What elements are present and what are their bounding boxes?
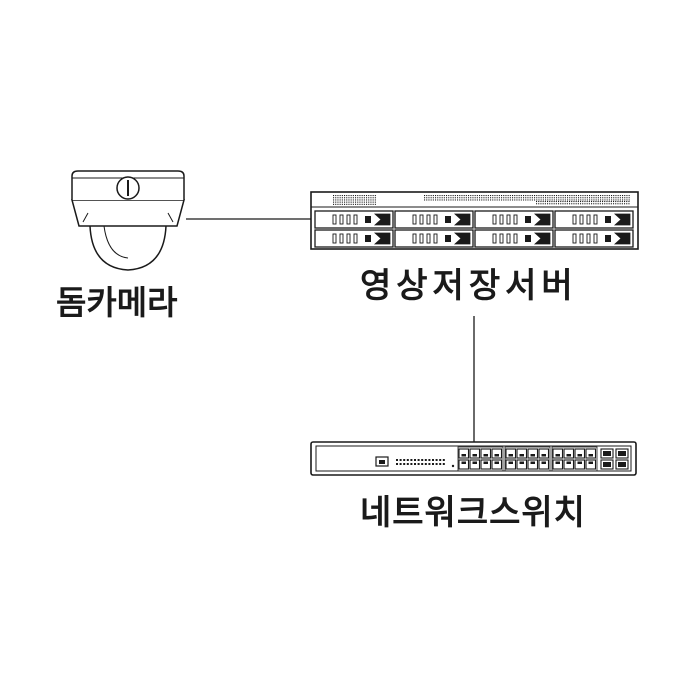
sfp-port-group bbox=[600, 448, 629, 470]
ethernet-port bbox=[458, 459, 470, 470]
ethernet-port bbox=[527, 459, 539, 470]
switch-label: 네트워크스위치 bbox=[360, 493, 586, 533]
dome-camera-icon bbox=[71, 170, 185, 271]
ethernet-port bbox=[491, 448, 503, 459]
ethernet-port bbox=[469, 448, 481, 459]
nvr-vent-left bbox=[333, 195, 376, 205]
ethernet-port bbox=[505, 459, 517, 470]
drive-bay bbox=[314, 229, 394, 248]
ethernet-port bbox=[527, 448, 539, 459]
ethernet-port bbox=[585, 459, 597, 470]
ethernet-port bbox=[563, 459, 575, 470]
drive-bay bbox=[394, 229, 474, 248]
ethernet-port bbox=[585, 448, 597, 459]
nvr-label: 영상저장서버 bbox=[360, 266, 578, 306]
ethernet-port bbox=[552, 448, 564, 459]
nvr-vent-top bbox=[424, 195, 630, 201]
ethernet-port bbox=[538, 448, 550, 459]
drive-bay bbox=[474, 229, 554, 248]
nvr-server-icon bbox=[310, 191, 639, 250]
ethernet-port bbox=[480, 459, 492, 470]
ethernet-port bbox=[458, 448, 470, 459]
drive-bay bbox=[554, 229, 634, 248]
ethernet-port-group bbox=[551, 446, 598, 472]
led-strip bbox=[396, 459, 445, 465]
camera-label: 돔카메라 bbox=[56, 283, 178, 322]
reset-button bbox=[451, 464, 455, 468]
ethernet-port bbox=[574, 448, 586, 459]
ethernet-port bbox=[552, 459, 564, 470]
drive-bay bbox=[314, 210, 394, 229]
ethernet-port bbox=[538, 459, 550, 470]
ethernet-port bbox=[469, 459, 481, 470]
ethernet-port-group bbox=[504, 446, 551, 472]
nvr-vent-right bbox=[536, 201, 630, 205]
ethernet-port-group bbox=[457, 446, 504, 472]
ethernet-port bbox=[516, 448, 528, 459]
network-switch-icon bbox=[310, 441, 637, 476]
ethernet-port bbox=[491, 459, 503, 470]
drive-bay bbox=[394, 210, 474, 229]
ethernet-port bbox=[563, 448, 575, 459]
ethernet-port bbox=[505, 448, 517, 459]
ethernet-port bbox=[516, 459, 528, 470]
ethernet-port bbox=[574, 459, 586, 470]
drive-bay bbox=[474, 210, 554, 229]
ethernet-port bbox=[480, 448, 492, 459]
drive-bay bbox=[554, 210, 634, 229]
console-port bbox=[375, 456, 389, 467]
